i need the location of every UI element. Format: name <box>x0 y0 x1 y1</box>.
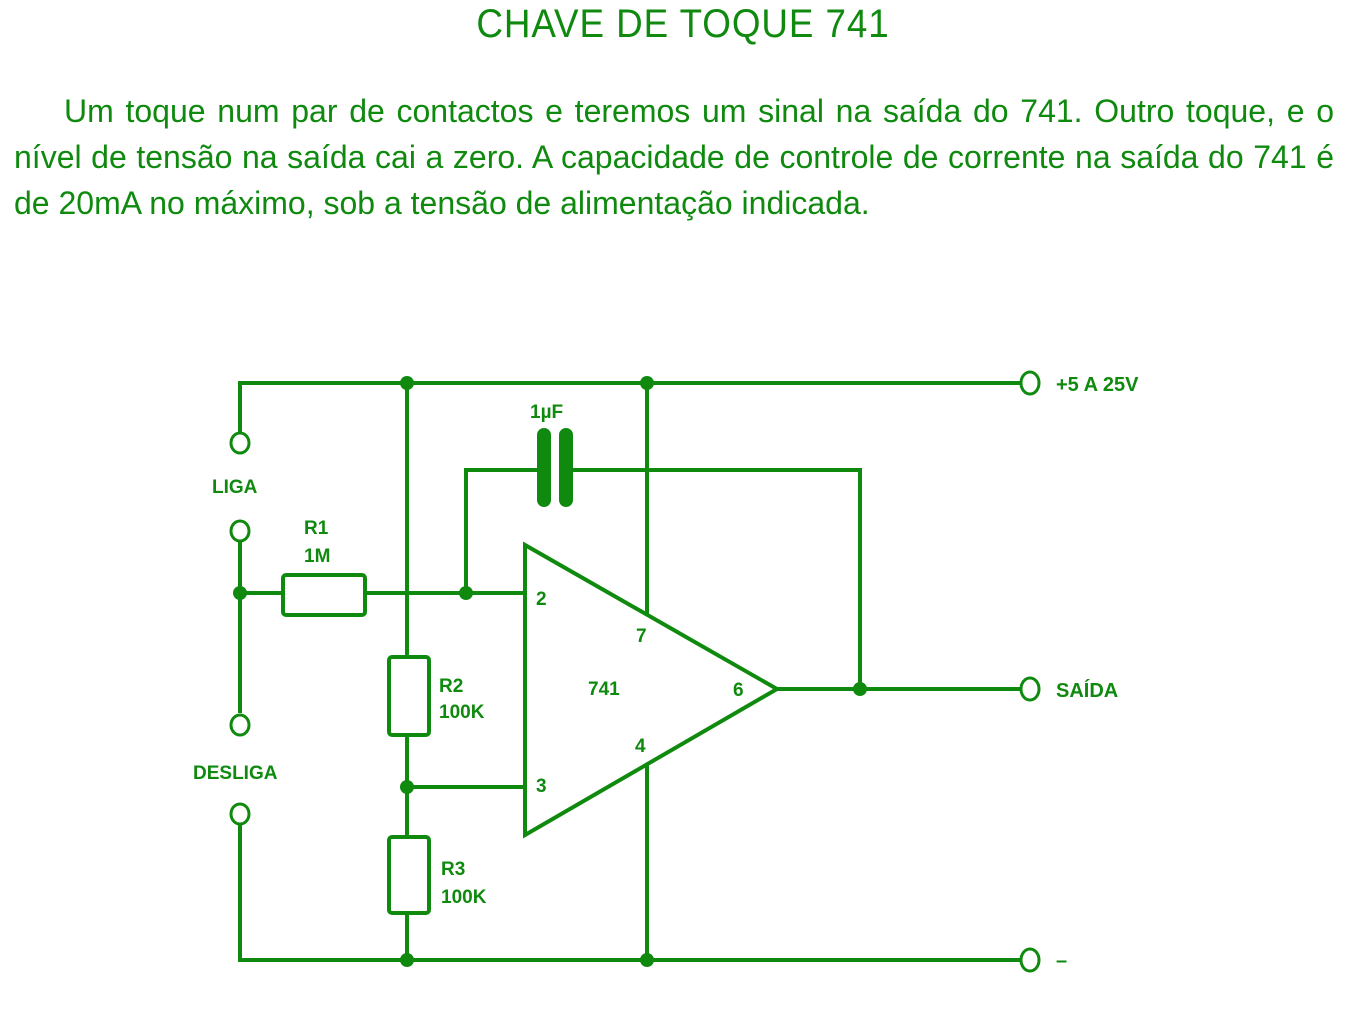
desliga-contact-top[interactable] <box>229 713 251 737</box>
description-text: Um toque num par de contactos e teremos … <box>14 93 1334 221</box>
liga-contact-bottom[interactable] <box>229 519 251 543</box>
r1-value: 1M <box>304 546 330 567</box>
supply-rail <box>238 381 1020 442</box>
page-title: CHAVE DE TOQUE 741 <box>476 2 890 46</box>
liga-contact-top[interactable] <box>229 431 251 455</box>
capacitor-value: 1µF <box>530 402 563 423</box>
pin-7-label: 7 <box>636 626 647 647</box>
desliga-contact-bottom[interactable] <box>229 802 251 826</box>
ground-terminal <box>1019 947 1041 973</box>
terminals <box>229 370 1041 973</box>
pin-4-label: 4 <box>635 736 646 757</box>
pin-2-label: 2 <box>536 589 547 610</box>
supply-label: +5 A 25V <box>1056 374 1139 396</box>
opamp-triangle <box>523 541 782 839</box>
description-paragraph: Um toque num par de contactos e teremos … <box>14 88 1334 226</box>
r1-name: R1 <box>304 518 329 539</box>
pin-6-label: 6 <box>733 680 744 701</box>
liga-label: LIGA <box>212 477 258 498</box>
junction-dots <box>233 376 867 967</box>
output-terminal <box>1019 676 1041 702</box>
r2-name: R2 <box>439 676 463 697</box>
desliga-label: DESLIGA <box>193 763 278 784</box>
r3-resistor <box>387 835 431 915</box>
supply-terminal <box>1019 370 1041 396</box>
r3-name: R3 <box>441 859 465 880</box>
capacitor-plate-right <box>559 428 573 507</box>
output-label: SAÍDA <box>1056 679 1118 702</box>
ground-rail <box>238 825 1020 962</box>
r2-value: 100K <box>439 702 485 723</box>
pin-3-label: 3 <box>536 776 547 797</box>
ground-label: – <box>1056 950 1067 972</box>
feedback-wire <box>464 468 862 689</box>
opamp-name: 741 <box>588 679 620 700</box>
r3-value: 100K <box>441 887 487 908</box>
r1-resistor <box>281 573 367 617</box>
r2-resistor <box>387 655 431 737</box>
capacitor-plate-left <box>537 428 551 507</box>
